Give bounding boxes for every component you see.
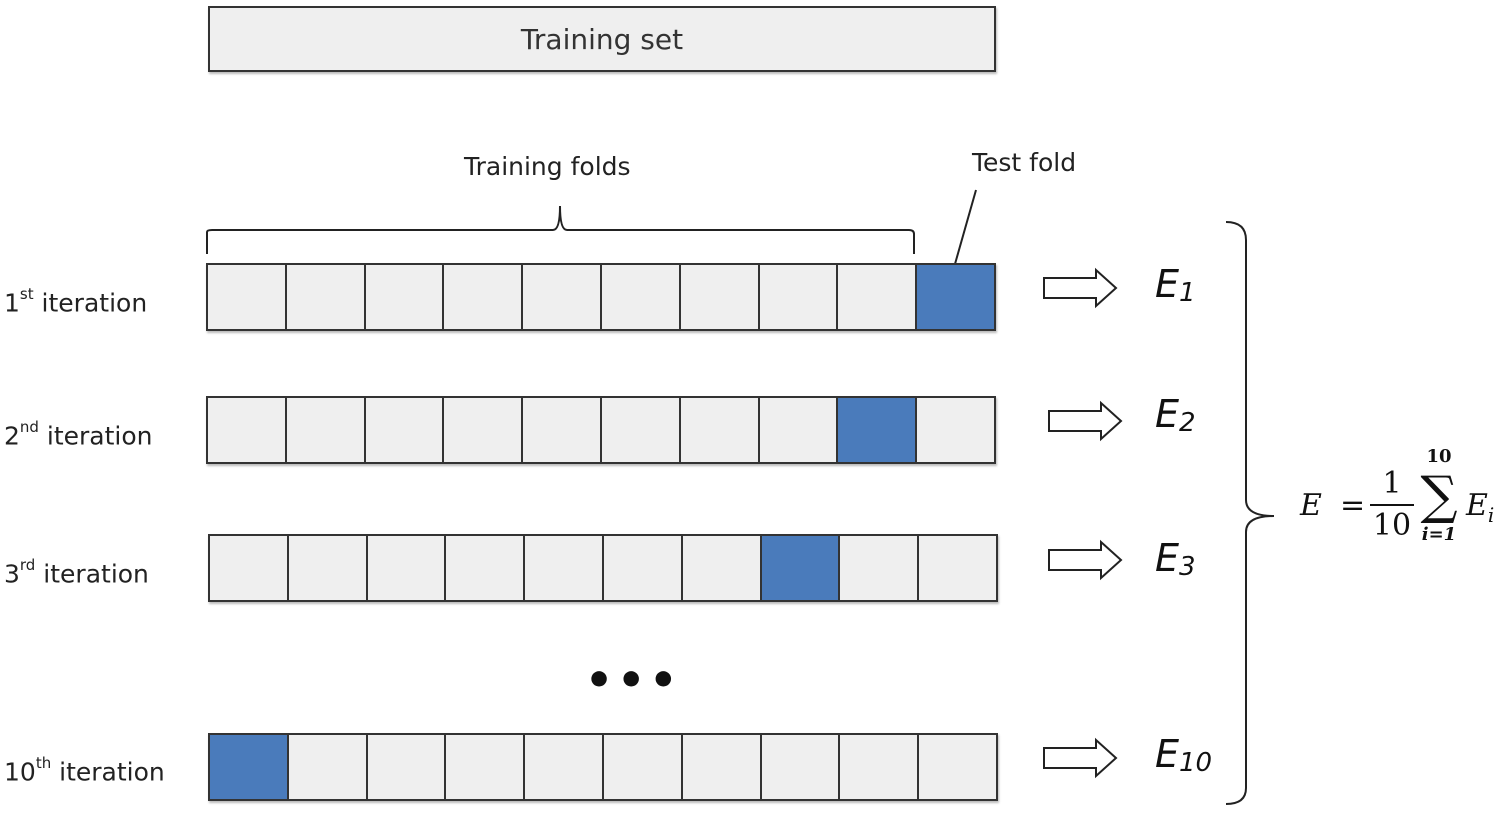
training-folds-brace xyxy=(206,205,915,254)
formula-term: Ei xyxy=(1466,488,1495,527)
training-fold-cell xyxy=(208,265,287,329)
arrow-icon xyxy=(1048,539,1123,581)
test-fold-cell xyxy=(761,536,841,600)
training-fold-cell xyxy=(680,398,760,462)
training-fold-cell xyxy=(840,735,920,799)
training-fold-cell xyxy=(603,536,683,600)
training-fold-cell xyxy=(601,398,681,462)
formula-denominator: 10 xyxy=(1372,508,1412,543)
errors-brace xyxy=(1225,221,1275,805)
training-fold-cell xyxy=(682,536,762,600)
test-fold-cell xyxy=(917,265,994,329)
arrow-icon xyxy=(1048,400,1123,442)
sigma-icon: ∑ xyxy=(1420,466,1458,526)
formula-equals: = xyxy=(1340,488,1366,523)
test-fold-pointer xyxy=(954,189,977,265)
training-fold-cell xyxy=(525,735,604,799)
iteration-label-1: 1st iteration xyxy=(4,285,148,318)
training-set-label: Training set xyxy=(520,22,684,56)
formula-numerator: 1 xyxy=(1382,466,1402,501)
training-fold-cell xyxy=(288,536,368,600)
summation: 10 ∑ i=1 xyxy=(1416,446,1462,546)
iteration-label-10: 10th iteration xyxy=(4,754,165,787)
training-fold-cell xyxy=(838,265,918,329)
error-label-10: E10 xyxy=(1155,732,1213,778)
test-fold-cell xyxy=(210,735,289,799)
training-fold-cell xyxy=(365,398,445,462)
fold-row-2 xyxy=(206,396,996,464)
formula-lhs: E xyxy=(1300,488,1322,523)
training-fold-cell xyxy=(601,265,681,329)
error-label-3: E3 xyxy=(1155,536,1196,582)
training-fold-cell xyxy=(523,398,602,462)
training-fold-cell xyxy=(446,536,526,600)
training-fold-cell xyxy=(444,265,524,329)
iteration-label-3: 3rd iteration xyxy=(4,556,149,589)
training-fold-cell xyxy=(286,398,366,462)
training-fold-cell xyxy=(680,265,760,329)
training-fold-cell xyxy=(208,398,287,462)
iteration-label-2: 2nd iteration xyxy=(4,418,153,451)
training-fold-cell xyxy=(367,536,447,600)
fraction-bar xyxy=(1370,504,1414,506)
training-fold-cell xyxy=(444,398,524,462)
training-fold-cell xyxy=(365,265,445,329)
error-label-2: E2 xyxy=(1155,392,1196,438)
training-fold-cell xyxy=(919,735,996,799)
arrow-icon xyxy=(1043,267,1118,309)
training-fold-cell xyxy=(525,536,604,600)
test-fold-label: Test fold xyxy=(972,148,1077,177)
training-set-box: Training set xyxy=(208,6,996,72)
training-fold-cell xyxy=(840,536,920,600)
training-fold-cell xyxy=(603,735,683,799)
test-fold-cell xyxy=(838,398,918,462)
training-fold-cell xyxy=(759,265,839,329)
training-fold-cell xyxy=(523,265,602,329)
ellipsis: ••• xyxy=(585,655,682,706)
training-fold-cell xyxy=(367,735,447,799)
training-fold-cell xyxy=(919,536,996,600)
training-fold-cell xyxy=(286,265,366,329)
sum-lower-limit: i=1 xyxy=(1421,524,1457,545)
fold-row-1 xyxy=(206,263,996,331)
training-fold-cell xyxy=(917,398,994,462)
error-label-1: E1 xyxy=(1155,262,1196,308)
training-fold-cell xyxy=(761,735,841,799)
formula-fraction: 1 10 xyxy=(1370,466,1414,544)
fold-row-3 xyxy=(208,534,998,602)
training-folds-label: Training folds xyxy=(464,152,631,181)
training-fold-cell xyxy=(288,735,368,799)
sum-upper-limit: 10 xyxy=(1426,446,1452,467)
training-fold-cell xyxy=(682,735,762,799)
training-fold-cell xyxy=(210,536,289,600)
training-fold-cell xyxy=(446,735,526,799)
training-fold-cell xyxy=(759,398,839,462)
arrow-icon xyxy=(1043,737,1118,779)
fold-row-10 xyxy=(208,733,998,801)
